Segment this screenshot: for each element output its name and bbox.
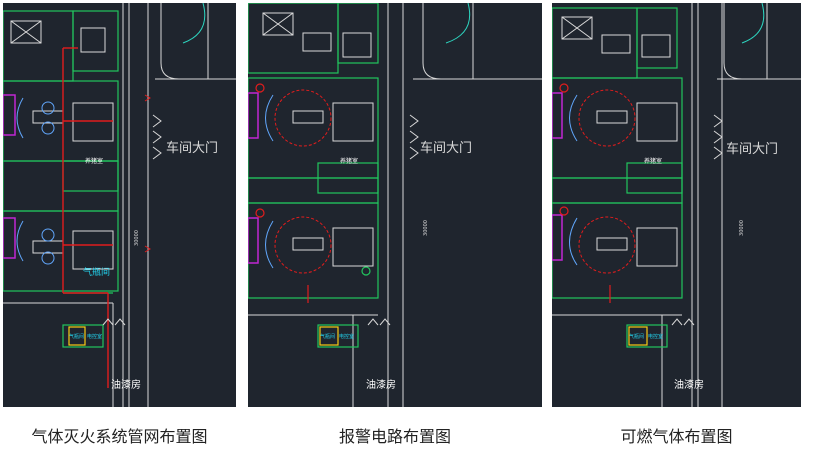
- small-room-label-a: 气瓶间: [320, 334, 336, 340]
- gate-label: 车间大门: [420, 141, 473, 156]
- paint-room-label: 油漆房: [111, 380, 141, 391]
- equipment-room-label: 养猪室: [85, 158, 104, 165]
- drawing-panel-gas-suppression: 车间大门 气瓶间 油漆房 养猪室 30000 气瓶间 电控室: [3, 3, 236, 407]
- paint-room-label: 油漆房: [674, 380, 704, 391]
- small-room-label-a: 气瓶间: [69, 334, 85, 340]
- dimension-label: 30000: [422, 220, 429, 236]
- small-room-label-b: 电控室: [648, 334, 664, 340]
- dimension-label: 30000: [133, 230, 140, 246]
- caption-gas-suppression: 气体灭火系统管网布置图: [31, 427, 208, 446]
- equipment-room-label: 养猪室: [340, 158, 359, 165]
- small-room-label-b: 电控室: [339, 334, 355, 340]
- equipment-room-label: 养猪室: [644, 158, 663, 165]
- cad-drawing-1: [3, 3, 236, 407]
- gate-label: 车间大门: [166, 141, 219, 156]
- gas-cylinder-room-label: 气瓶间: [83, 268, 111, 278]
- cad-drawing-3: [552, 3, 801, 407]
- cad-drawing-2: [248, 3, 542, 407]
- gate-label: 车间大门: [726, 142, 779, 157]
- small-room-label-b: 电控室: [87, 334, 103, 340]
- caption-combustible-gas: 可燃气体布置图: [620, 427, 733, 446]
- dimension-label: 30000: [738, 220, 745, 236]
- drawing-panel-alarm-circuit: 车间大门 油漆房 养猪室 30000 气瓶间 电控室: [248, 3, 542, 407]
- caption-alarm-circuit: 报警电路布置图: [338, 427, 451, 446]
- small-room-label-a: 气瓶间: [629, 334, 645, 340]
- drawing-panel-combustible-gas: 车间大门 油漆房 养猪室 30000 气瓶间 电控室: [552, 3, 801, 407]
- paint-room-label: 油漆房: [366, 380, 396, 391]
